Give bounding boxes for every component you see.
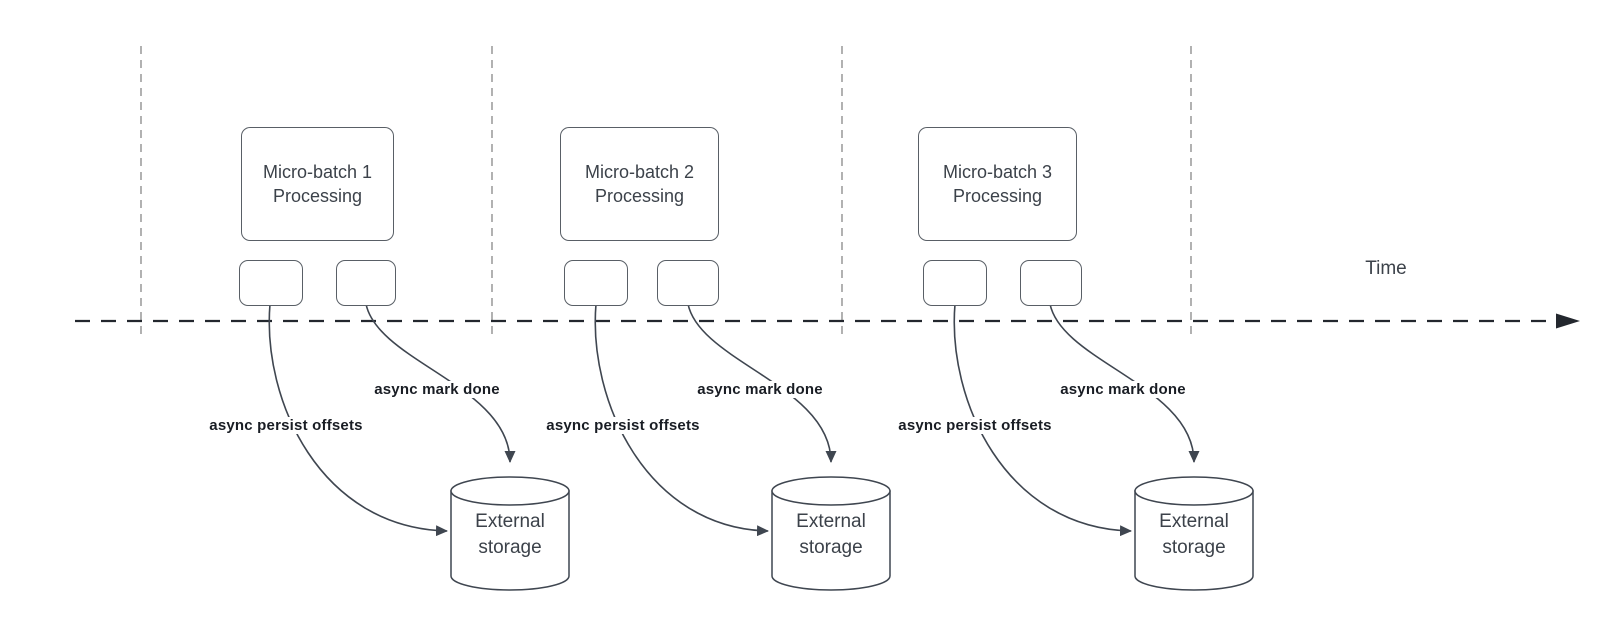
persist-offsets-label: async persist offsets xyxy=(895,417,1055,434)
processing-box: Micro-batch 3 Processing xyxy=(918,127,1077,241)
persist-offsets-label: async persist offsets xyxy=(206,417,366,434)
mark-done-label: async mark done xyxy=(1057,381,1189,398)
processing-box-label: Micro-batch 3 xyxy=(942,162,1053,182)
persist-offsets-arrow xyxy=(594,303,769,537)
processing-box-label: Processing xyxy=(952,186,1043,206)
storage-label: External storage xyxy=(451,509,569,561)
storage-label: External storage xyxy=(772,509,890,561)
processing-box-label: Micro-batch 1 xyxy=(262,162,373,182)
storage-label-line: storage xyxy=(1162,537,1226,558)
storage-cylinder xyxy=(1134,476,1254,591)
mark-done-label: async mark done xyxy=(694,381,826,398)
persist-task-box xyxy=(239,260,303,306)
time-axis-label: Time xyxy=(1365,258,1407,279)
processing-box-label: Processing xyxy=(272,186,363,206)
storage-label-line: External xyxy=(1159,511,1229,532)
time-axis-arrowhead-icon xyxy=(1556,313,1580,329)
mark-done-task-box xyxy=(657,260,719,306)
persist-task-box xyxy=(564,260,628,306)
mark-done-arrow xyxy=(365,303,516,463)
storage-label-line: External xyxy=(475,511,545,532)
persist-offsets-label: async persist offsets xyxy=(543,417,703,434)
storage-cylinder xyxy=(450,476,570,591)
persist-offsets-arrow xyxy=(953,303,1132,537)
processing-box: Micro-batch 1 Processing xyxy=(241,127,394,241)
mark-done-task-box xyxy=(1020,260,1082,306)
processing-box: Micro-batch 2 Processing xyxy=(560,127,719,241)
storage-cylinder xyxy=(771,476,891,591)
mark-done-arrow xyxy=(1049,303,1200,463)
mark-done-task-box xyxy=(336,260,396,306)
storage-label-line: External xyxy=(796,511,866,532)
storage-label: External storage xyxy=(1135,509,1253,561)
processing-box-label: Micro-batch 2 xyxy=(584,162,695,182)
mark-done-label: async mark done xyxy=(371,381,503,398)
mark-done-arrow xyxy=(687,303,837,463)
storage-label-line: storage xyxy=(478,537,542,558)
processing-box-label: Processing xyxy=(594,186,685,206)
storage-label-line: storage xyxy=(799,537,863,558)
persist-task-box xyxy=(923,260,987,306)
persist-offsets-arrow xyxy=(268,303,448,537)
